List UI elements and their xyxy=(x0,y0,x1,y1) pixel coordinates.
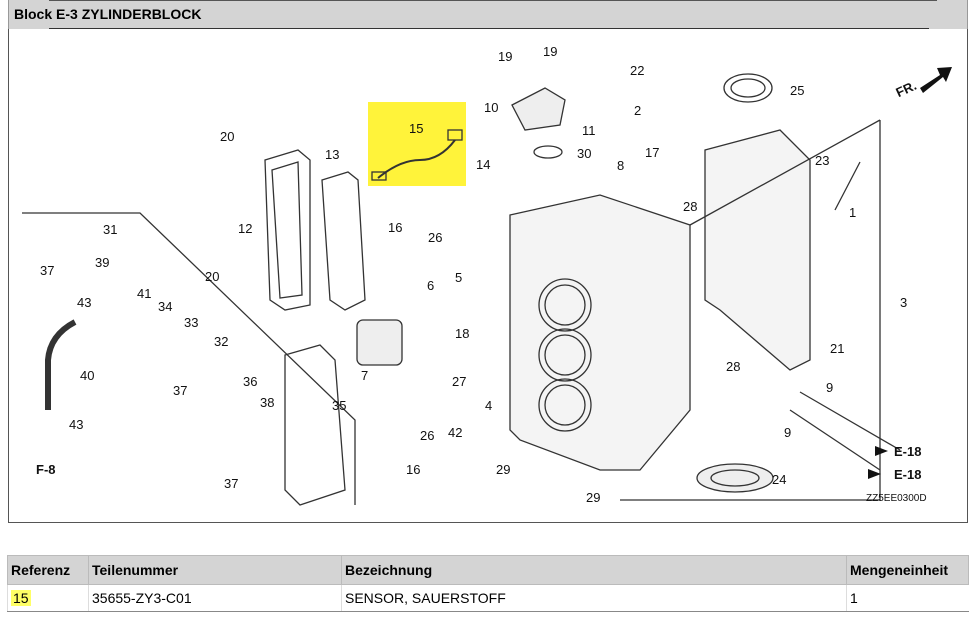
callout-label[interactable]: 26 xyxy=(428,230,442,245)
crankcase xyxy=(704,129,811,371)
group-boundary xyxy=(22,212,356,505)
diagram-code: ZZ5EE0300D xyxy=(866,493,927,504)
table-row[interactable]: 15 35655-ZY3-C01 SENSOR, SAUERSTOFF 1 xyxy=(7,584,969,612)
callout-label[interactable]: 31 xyxy=(103,222,117,237)
callouts: 19 19 22 25 10 2 11 15 30 8 17 13 20 14 … xyxy=(40,44,907,505)
callout-label[interactable]: 20 xyxy=(220,129,234,144)
callout-label[interactable]: 37 xyxy=(40,263,54,278)
callout-label[interactable]: 9 xyxy=(784,425,791,440)
callout-label[interactable]: 18 xyxy=(455,326,469,341)
callout-label[interactable]: 11 xyxy=(582,123,596,138)
callout-label[interactable]: 29 xyxy=(496,462,510,477)
callout-label[interactable]: 43 xyxy=(77,295,91,310)
callout-label[interactable]: 6 xyxy=(427,278,434,293)
callout-label[interactable]: 1 xyxy=(849,205,856,220)
callout-label[interactable]: 17 xyxy=(645,145,659,160)
callout-label[interactable]: 25 xyxy=(790,83,804,98)
callout-label[interactable]: 37 xyxy=(224,476,238,491)
callout-label[interactable]: 10 xyxy=(484,100,498,115)
callout-label[interactable]: 12 xyxy=(238,221,252,236)
callout-label[interactable]: 20 xyxy=(205,269,219,284)
oxygen-sensor xyxy=(377,139,456,179)
bearing xyxy=(696,463,774,493)
callout-label[interactable]: 16 xyxy=(406,462,420,477)
col-referenz: Referenz xyxy=(7,555,89,585)
callout-label[interactable]: 13 xyxy=(325,147,339,162)
callout-label[interactable]: 34 xyxy=(158,299,172,314)
callout-label[interactable]: 29 xyxy=(586,490,600,505)
exploded-view-svg: FR. 19 19 22 25 10 2 11 15 30 8 17 13 20… xyxy=(22,44,952,506)
cell-part-number: 35655-ZY3-C01 xyxy=(88,584,342,612)
callout-label[interactable]: 7 xyxy=(361,368,368,383)
callout-label[interactable]: 5 xyxy=(455,270,462,285)
callout-label[interactable]: 35 xyxy=(332,398,346,413)
callout-label[interactable]: 28 xyxy=(726,359,740,374)
front-label: FR. xyxy=(893,78,918,100)
title-bar: Block E-3 ZYLINDERBLOCK xyxy=(8,0,968,29)
callout-label[interactable]: 22 xyxy=(630,63,644,78)
callout-label[interactable]: 3 xyxy=(900,295,907,310)
callout-label[interactable]: 40 xyxy=(80,368,94,383)
callout-label[interactable]: 37 xyxy=(173,383,187,398)
callout-label[interactable]: 23 xyxy=(815,153,829,168)
oil-filter xyxy=(356,319,403,366)
callout-label[interactable]: 15 xyxy=(409,121,423,136)
cell-description: SENSOR, SAUERSTOFF xyxy=(341,584,847,612)
ref-highlight: 15 xyxy=(11,590,31,606)
callout-label[interactable]: 42 xyxy=(448,425,462,440)
callout-label[interactable]: 2 xyxy=(634,103,641,118)
callout-label[interactable]: 16 xyxy=(388,220,402,235)
callout-label[interactable]: 4 xyxy=(485,398,492,413)
callout-label[interactable]: 27 xyxy=(452,374,466,389)
cell-quantity: 1 xyxy=(846,584,969,612)
callout-label[interactable]: 39 xyxy=(95,255,109,270)
callout-label[interactable]: 19 xyxy=(543,44,557,59)
cylinder-block xyxy=(509,194,691,471)
callout-label[interactable]: 14 xyxy=(476,157,490,172)
cell-ref: 15 xyxy=(7,584,89,612)
ref-f8[interactable]: F-8 xyxy=(36,462,56,477)
parts-table: Referenz Teilenummer Bezeichnung Mengene… xyxy=(7,555,969,612)
callout-label[interactable]: 38 xyxy=(260,395,274,410)
callout-label[interactable]: 36 xyxy=(243,374,257,389)
table-header-row: Referenz Teilenummer Bezeichnung Mengene… xyxy=(7,555,969,585)
col-teilenummer: Teilenummer xyxy=(88,555,342,585)
callout-label[interactable]: 24 xyxy=(772,472,786,487)
callout-label[interactable]: 33 xyxy=(184,315,198,330)
cover-35 xyxy=(284,344,346,506)
page-title: Block E-3 ZYLINDERBLOCK xyxy=(14,6,202,22)
col-bezeichnung: Bezeichnung xyxy=(341,555,847,585)
col-mengeneinheit: Mengeneinheit xyxy=(846,555,969,585)
callout-label[interactable]: 32 xyxy=(214,334,228,349)
front-arrow-icon xyxy=(920,67,952,93)
callout-label[interactable]: 43 xyxy=(69,417,83,432)
callout-label[interactable]: 9 xyxy=(826,380,833,395)
callout-label[interactable]: 8 xyxy=(617,158,624,173)
parts-diagram xyxy=(8,29,968,523)
callout-label[interactable]: 26 xyxy=(420,428,434,443)
cover-12 xyxy=(264,149,311,311)
callout-label[interactable]: 21 xyxy=(830,341,844,356)
gasket-13 xyxy=(321,171,366,311)
callout-label[interactable]: 41 xyxy=(137,286,151,301)
callout-label[interactable]: 30 xyxy=(577,146,591,161)
callout-label[interactable]: 19 xyxy=(498,49,512,64)
ref-e18-b[interactable]: E-18 xyxy=(894,467,921,482)
ref-e18-a[interactable]: E-18 xyxy=(894,444,921,459)
callout-label[interactable]: 28 xyxy=(683,199,697,214)
